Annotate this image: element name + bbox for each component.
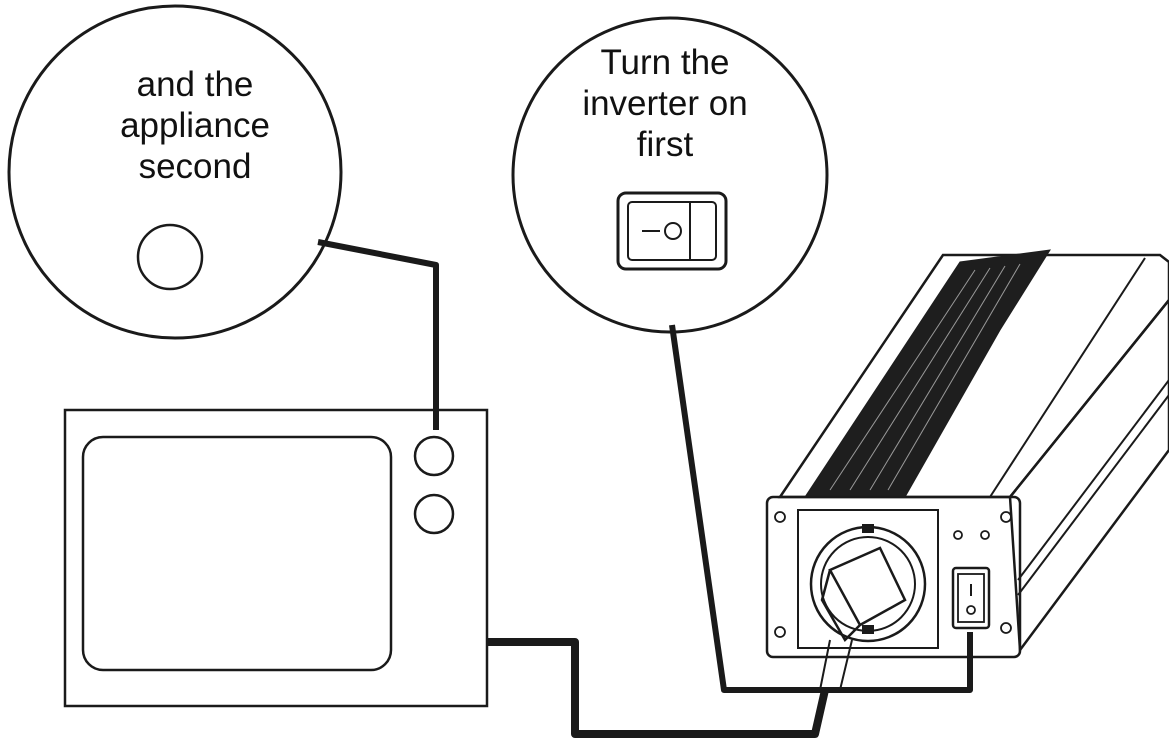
ac-outlet-plate (797, 509, 939, 649)
inverter-callout-leader (669, 324, 973, 693)
cables (317, 239, 973, 738)
inverter-callout-text: Turn the inverter on first (560, 42, 770, 165)
inverter-callout-circle (511, 16, 829, 334)
indicator-led-icon (953, 530, 963, 540)
appliance-text-line: appliance (120, 106, 270, 145)
appliance-callout-leader (317, 239, 439, 430)
tv-cabinet (63, 408, 489, 708)
tv-screen (81, 435, 393, 672)
inverter-text-line: inverter on (582, 84, 748, 123)
television-appliance (63, 408, 489, 708)
tv-knob-top-icon (413, 435, 455, 477)
indicator-led-icon (980, 530, 990, 540)
power-inverter (765, 249, 1169, 691)
inverter-callout (511, 16, 829, 334)
appliance-callout (7, 4, 343, 340)
ac-outlet-socket (809, 525, 927, 643)
appliance-text-line: second (138, 147, 252, 186)
inverter-text-line: Turn the (600, 43, 730, 82)
appliance-text-line: and the (136, 65, 254, 104)
tv-knob-bottom-icon (413, 493, 455, 535)
appliance-callout-circle (7, 4, 343, 340)
rocker-switch-icon (616, 191, 728, 271)
panel-screws (774, 511, 1012, 638)
inverter-text-line: first (636, 125, 694, 164)
appliance-callout-text: and the appliance second (90, 64, 300, 187)
inverter-power-switch (951, 566, 991, 630)
tv-power-cord (488, 638, 829, 738)
inverter-front-panel (765, 495, 1022, 659)
inverter-side-face (1008, 298, 1169, 654)
appliance-knob-icon (136, 223, 204, 291)
ac-plug-icon (818, 546, 907, 691)
